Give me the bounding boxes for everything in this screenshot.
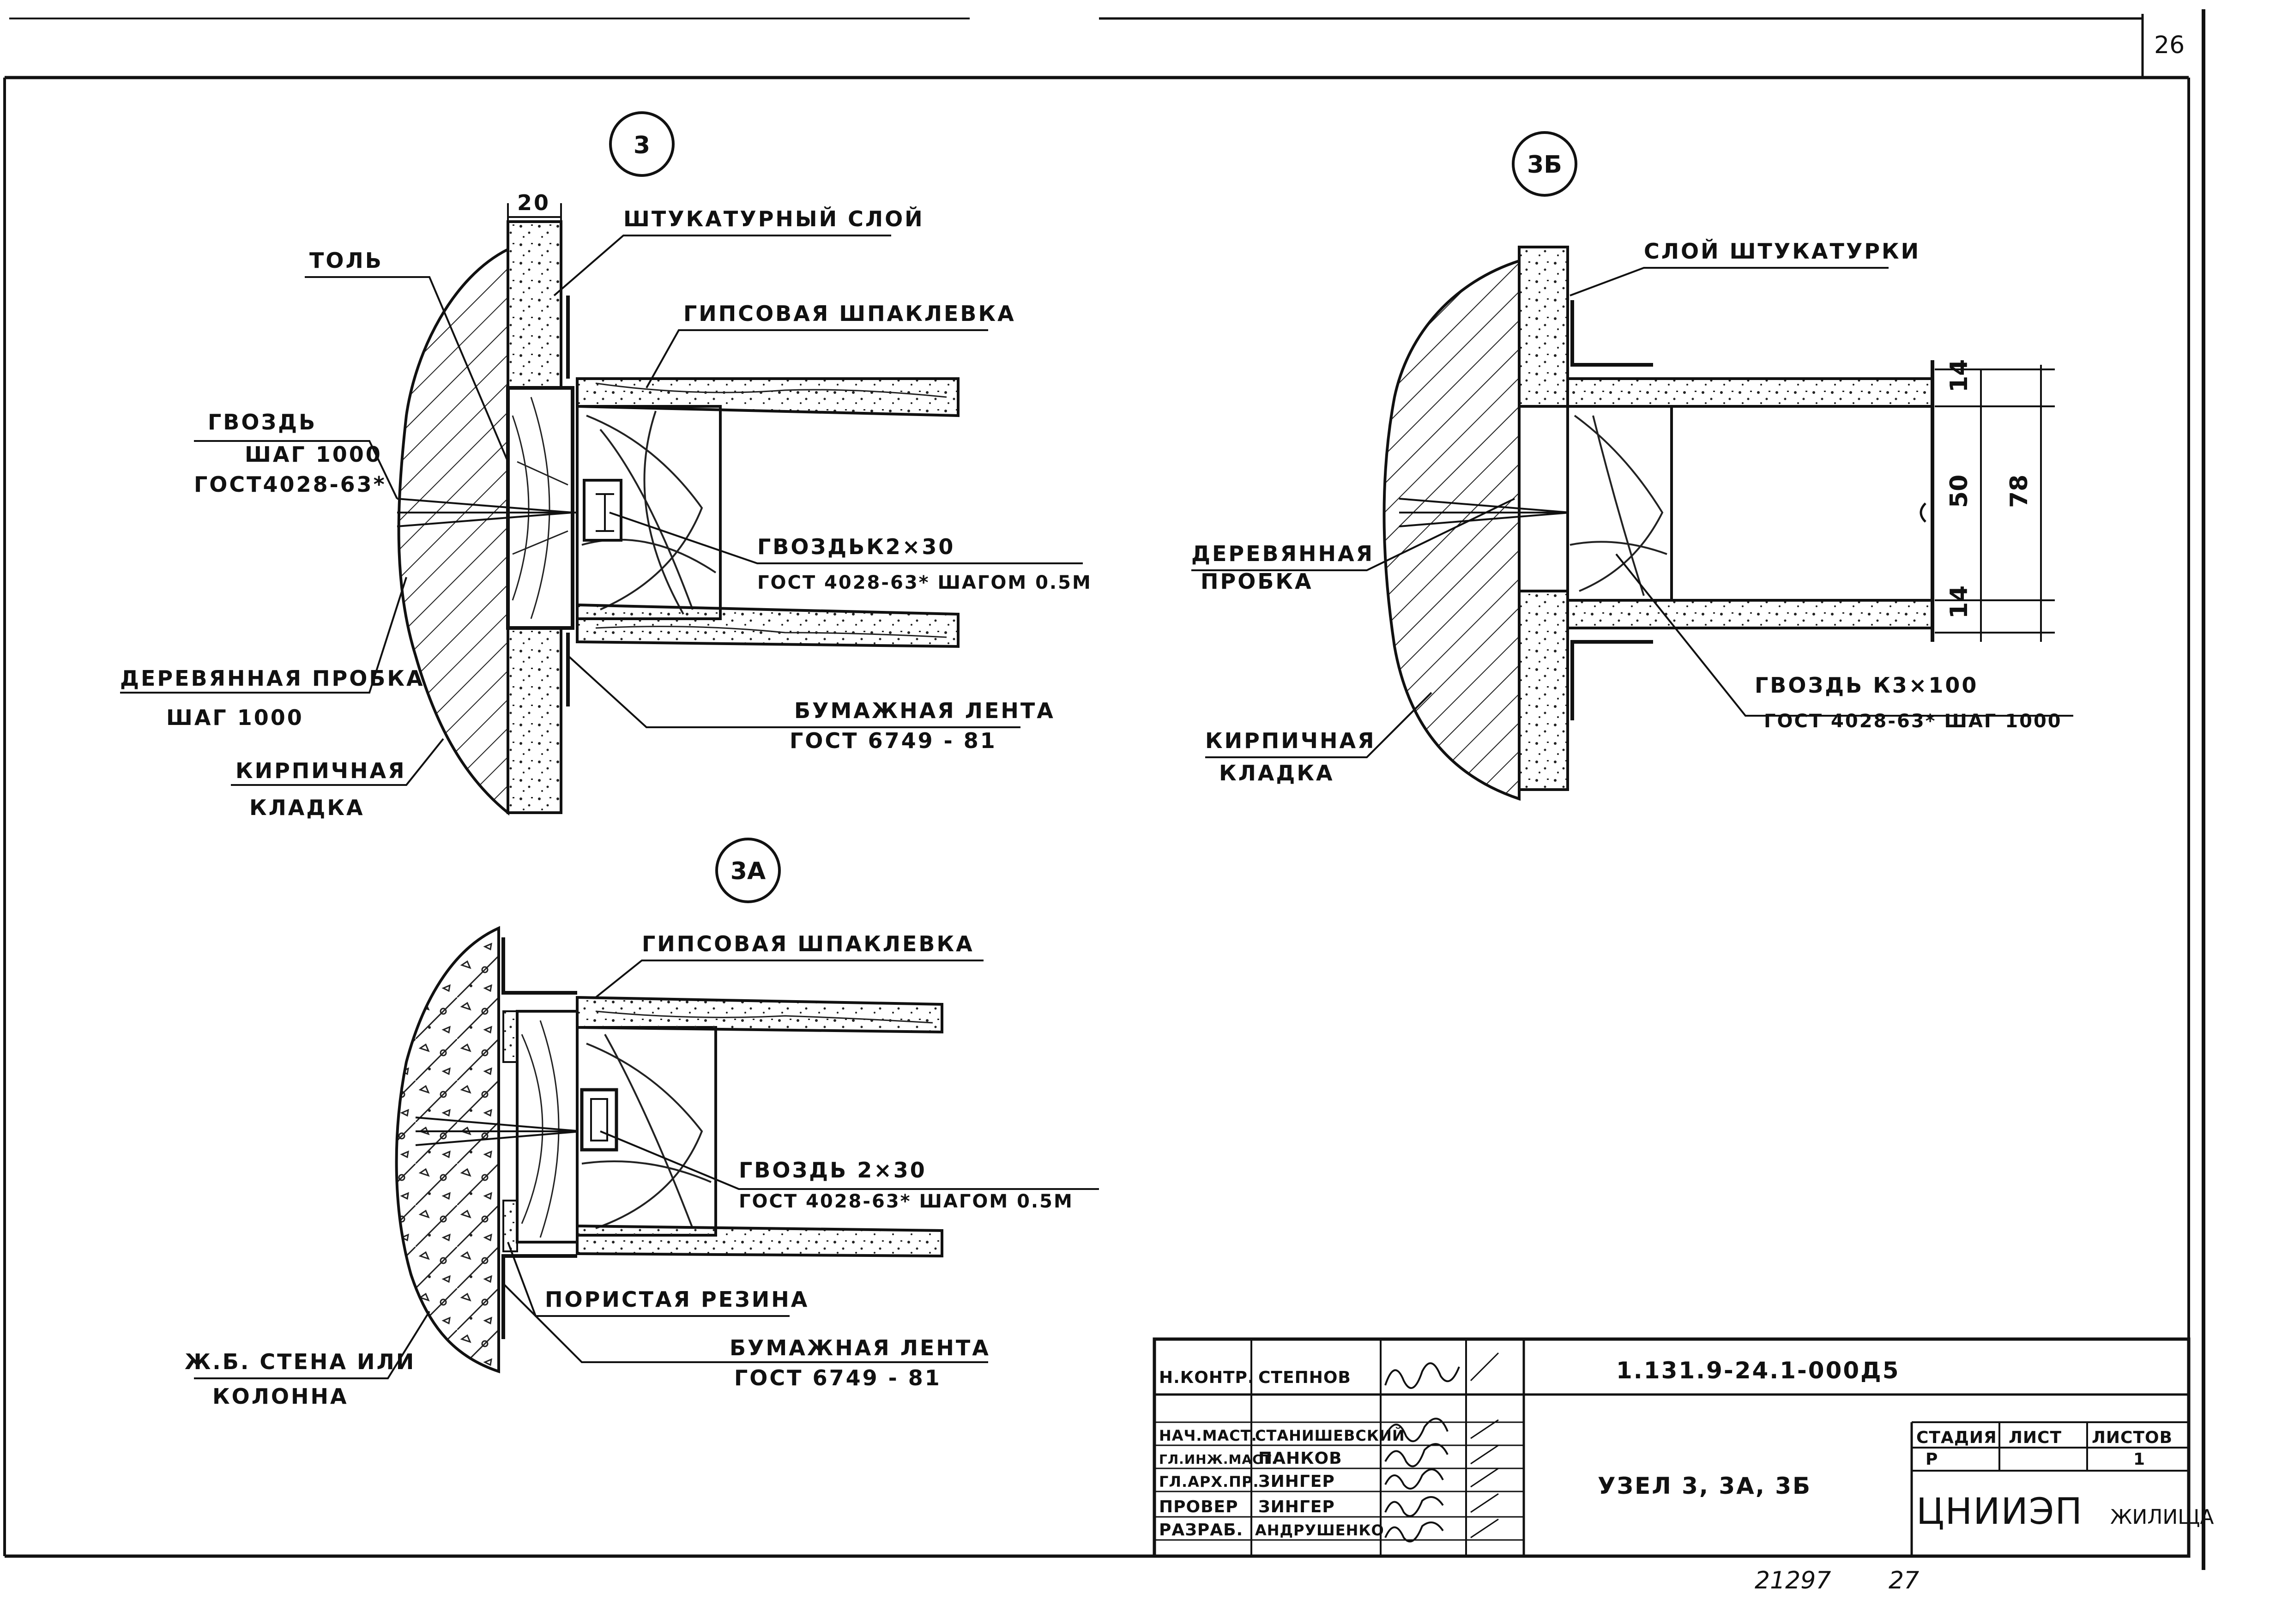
label-gypsum-putty: ГИПСОВАЯ ШПАКЛЕВКА xyxy=(683,301,1016,326)
detail-3b-marker: 3Б xyxy=(1512,131,1577,197)
dim-top: 14 xyxy=(1945,359,1973,392)
label-tol: ТОЛЬ xyxy=(309,248,383,273)
label-nail: ГВОЗДЬ К3×100 xyxy=(1755,673,1978,698)
label-nail-k-gost: ГОСТ 4028-63* ШАГОМ 0.5М xyxy=(757,572,1092,593)
row-name: ЗИНГЕР xyxy=(1258,1497,1335,1516)
dim-bottom: 14 xyxy=(1945,586,1973,619)
wood-block xyxy=(1566,405,1673,602)
nail-through-wall xyxy=(397,498,582,527)
row-role: ГЛ.ИНЖ.МАСТ. xyxy=(1159,1452,1277,1467)
sheets-value: 1 xyxy=(2133,1450,2145,1469)
wood-block xyxy=(576,1026,717,1237)
drywall-lower xyxy=(576,603,960,648)
drywall-upper xyxy=(576,996,943,1034)
detail-3b: 3Б 1 xyxy=(1191,131,2073,801)
handwritten-signatures xyxy=(1384,1352,1499,1543)
label-brick-2: КЛАДКА xyxy=(1219,761,1334,785)
detail-3b-marker-text: 3Б xyxy=(1527,151,1562,179)
detail-3a-marker: 3А xyxy=(715,838,781,903)
drawing-title: УЗЕЛ 3, 3А, 3Б xyxy=(1598,1473,1811,1499)
dim-total: 78 xyxy=(2005,475,2033,508)
bottom-code-2: 27 xyxy=(1889,1567,1919,1594)
label-wood-plug-step: ШАГ 1000 xyxy=(166,705,304,730)
detail-3a: 3А xyxy=(185,838,1099,1409)
metal-trim xyxy=(501,937,577,1339)
row-role: НАЧ.МАСТ. xyxy=(1159,1427,1257,1444)
detail-3-marker: 3 xyxy=(609,111,675,177)
label-wood-plug: ДЕРЕВЯННАЯ ПРОБКА xyxy=(120,666,425,691)
row-role: ПРОВЕР xyxy=(1159,1497,1238,1516)
org-sub: ЖИЛИЩА xyxy=(2110,1505,2214,1529)
row-role: Н.КОНТР. xyxy=(1159,1368,1255,1387)
label-nail-gost: ГОСТ 4028-63* ШАГОМ 0.5М xyxy=(739,1191,1074,1212)
dimension-20-text: 20 xyxy=(517,190,550,215)
doc-code: 1.131.9-24.1-000Д5 xyxy=(1616,1357,1900,1384)
label-plaster-layer: СЛОЙ ШТУКАТУРКИ xyxy=(1644,239,1920,264)
dim-mid: 50 xyxy=(1945,475,1973,508)
sheet-header: ЛИСТ xyxy=(2009,1428,2062,1447)
drywall-lower xyxy=(576,1224,943,1258)
label-nail-gost: ГОСТ 4028-63* ШАГ 1000 xyxy=(1764,711,2062,732)
label-wood-plug-1: ДЕРЕВЯННАЯ xyxy=(1191,541,1374,566)
metal-trim xyxy=(1570,300,1934,720)
label-wood-plug-2: ПРОБКА xyxy=(1201,569,1313,594)
porous-rubber-lower xyxy=(502,1200,518,1252)
label-paper-tape-gost: ГОСТ 6749 - 81 xyxy=(790,728,997,753)
drywall-lower xyxy=(1566,599,1934,629)
row-role: ГЛ.АРХ.ПР. xyxy=(1159,1473,1259,1491)
row-name: АНДРУШЕНКО xyxy=(1255,1521,1384,1539)
drywall-upper xyxy=(1566,377,1934,408)
label-nail-gost: ГОСТ4028-63* xyxy=(194,472,386,497)
label-paper-tape: БУМАЖНАЯ ЛЕНТА xyxy=(730,1335,990,1360)
detail-3: 3 xyxy=(120,111,1092,820)
label-rc-wall-1: Ж.Б. СТЕНА ИЛИ xyxy=(185,1349,416,1374)
label-brick-1: КИРПИЧНАЯ xyxy=(235,758,406,783)
stage-value: Р xyxy=(1926,1450,1938,1469)
drywall-upper xyxy=(576,377,960,417)
sheet-frame xyxy=(3,9,2205,1570)
row-name: ПАНКОВ xyxy=(1258,1449,1342,1468)
detail-3-marker-text: 3 xyxy=(634,132,650,159)
dimension-chain xyxy=(1920,365,2055,642)
detail-3a-leaders xyxy=(194,960,1099,1379)
bottom-code-1: 21297 xyxy=(1755,1567,1831,1594)
label-porous-rubber: ПОРИСТАЯ РЕЗИНА xyxy=(545,1287,809,1312)
label-nail: ГВОЗДЬ 2×30 xyxy=(739,1158,927,1183)
dimension-20 xyxy=(507,203,562,226)
label-plaster-layer: ШТУКАТУРНЫЙ СЛОЙ xyxy=(623,206,924,231)
row-role: РАЗРАБ. xyxy=(1159,1521,1243,1539)
detail-3b-leaders xyxy=(1191,267,2073,758)
detail-3-leaders xyxy=(120,235,1083,786)
label-rc-wall-2: КОЛОННА xyxy=(212,1384,349,1409)
label-brick-1: КИРПИЧНАЯ xyxy=(1205,728,1376,753)
label-paper-tape: БУМАЖНАЯ ЛЕНТА xyxy=(794,698,1055,723)
label-brick-2: КЛАДКА xyxy=(249,795,365,820)
porous-rubber-upper xyxy=(502,1010,518,1063)
title-block: 1.131.9-24.1-000Д5 УЗЕЛ 3, 3А, 3Б СТАДИЯ… xyxy=(1153,1337,2214,1558)
label-nail-step: ШАГ 1000 xyxy=(245,442,382,467)
label-nail: ГВОЗДЬ xyxy=(208,410,317,435)
org-main: ЦНИИЭП xyxy=(1916,1491,2083,1533)
wood-block xyxy=(576,405,722,620)
row-name: ЗИНГЕР xyxy=(1258,1472,1335,1491)
wood-plug xyxy=(1518,405,1569,592)
label-gypsum-putty: ГИПСОВАЯ ШПАКЛЕВКА xyxy=(642,931,974,956)
detail-3a-marker-text: 3А xyxy=(730,857,766,885)
rc-wall xyxy=(395,926,500,1374)
brick-wall xyxy=(397,247,509,816)
sheets-header: ЛИСТОВ xyxy=(2092,1428,2173,1447)
label-nail-k: ГВОЗДЬК2×30 xyxy=(757,534,955,559)
signature-rows: Н.КОНТР. СТЕПНОВ НАЧ.МАСТ. СТАНИШЕВСКИЙ … xyxy=(1159,1368,1405,1539)
label-paper-tape-gost: ГОСТ 6749 - 81 xyxy=(734,1365,942,1390)
row-name: СТАНИШЕВСКИЙ xyxy=(1255,1427,1405,1444)
page-number: 26 xyxy=(2154,31,2185,59)
row-name: СТЕПНОВ xyxy=(1258,1368,1351,1387)
stage-header: СТАДИЯ xyxy=(1916,1428,1997,1447)
